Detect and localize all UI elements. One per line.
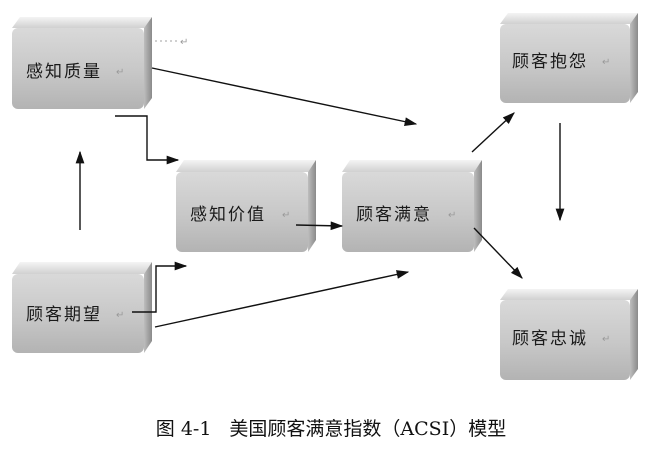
customer-complaint-label: 顾客抱怨 — [512, 52, 588, 72]
figure-caption: 图 4-1 美国顾客满意指数（ACSI）模型 — [0, 414, 662, 441]
svg-text:↵: ↵ — [602, 334, 610, 345]
arrow-quality-to-value — [115, 115, 180, 165]
svg-text:↵: ↵ — [116, 67, 124, 78]
node-perceived-value: 感知价值 ↵ — [176, 160, 316, 252]
arrow-satisfaction-to-loyalty — [473, 227, 523, 279]
arrow-satisfaction-to-complaint — [471, 112, 515, 153]
perceived-value-label: 感知价值 — [190, 205, 266, 225]
arrow-expectation-to-satisfaction — [154, 270, 410, 328]
svg-text:↵: ↵ — [116, 310, 124, 321]
svg-text:↵: ↵ — [448, 210, 456, 221]
svg-text:↵: ↵ — [180, 37, 188, 48]
customer-loyalty-label: 顾客忠诚 — [512, 329, 588, 349]
perceived-quality-label: 感知质量 — [26, 62, 102, 82]
figure-number: 图 4-1 — [155, 418, 212, 440]
node-customer-complaint: 顾客抱怨 ↵ — [500, 13, 638, 103]
arrow-quality-to-satisfaction — [151, 67, 418, 126]
arrow-expectation-to-value — [132, 261, 188, 313]
node-customer-satisfaction: 顾客满意 ↵ — [342, 160, 482, 252]
figure-title: 美国顾客满意指数（ACSI）模型 — [229, 418, 507, 440]
node-perceived-quality: 感知质量 ↵ — [12, 17, 152, 109]
customer-expectation-label: 顾客期望 — [26, 305, 102, 325]
node-customer-expectation: 顾客期望 ↵ — [12, 262, 152, 353]
svg-text:↵: ↵ — [282, 210, 290, 221]
customer-satisfaction-label: 顾客满意 — [356, 205, 432, 225]
svg-text:↵: ↵ — [602, 57, 610, 68]
node-customer-loyalty: 顾客忠诚 ↵ — [500, 289, 638, 380]
arrow-value-to-satisfaction — [295, 221, 344, 231]
dotted-mark: ↵ — [150, 37, 188, 48]
